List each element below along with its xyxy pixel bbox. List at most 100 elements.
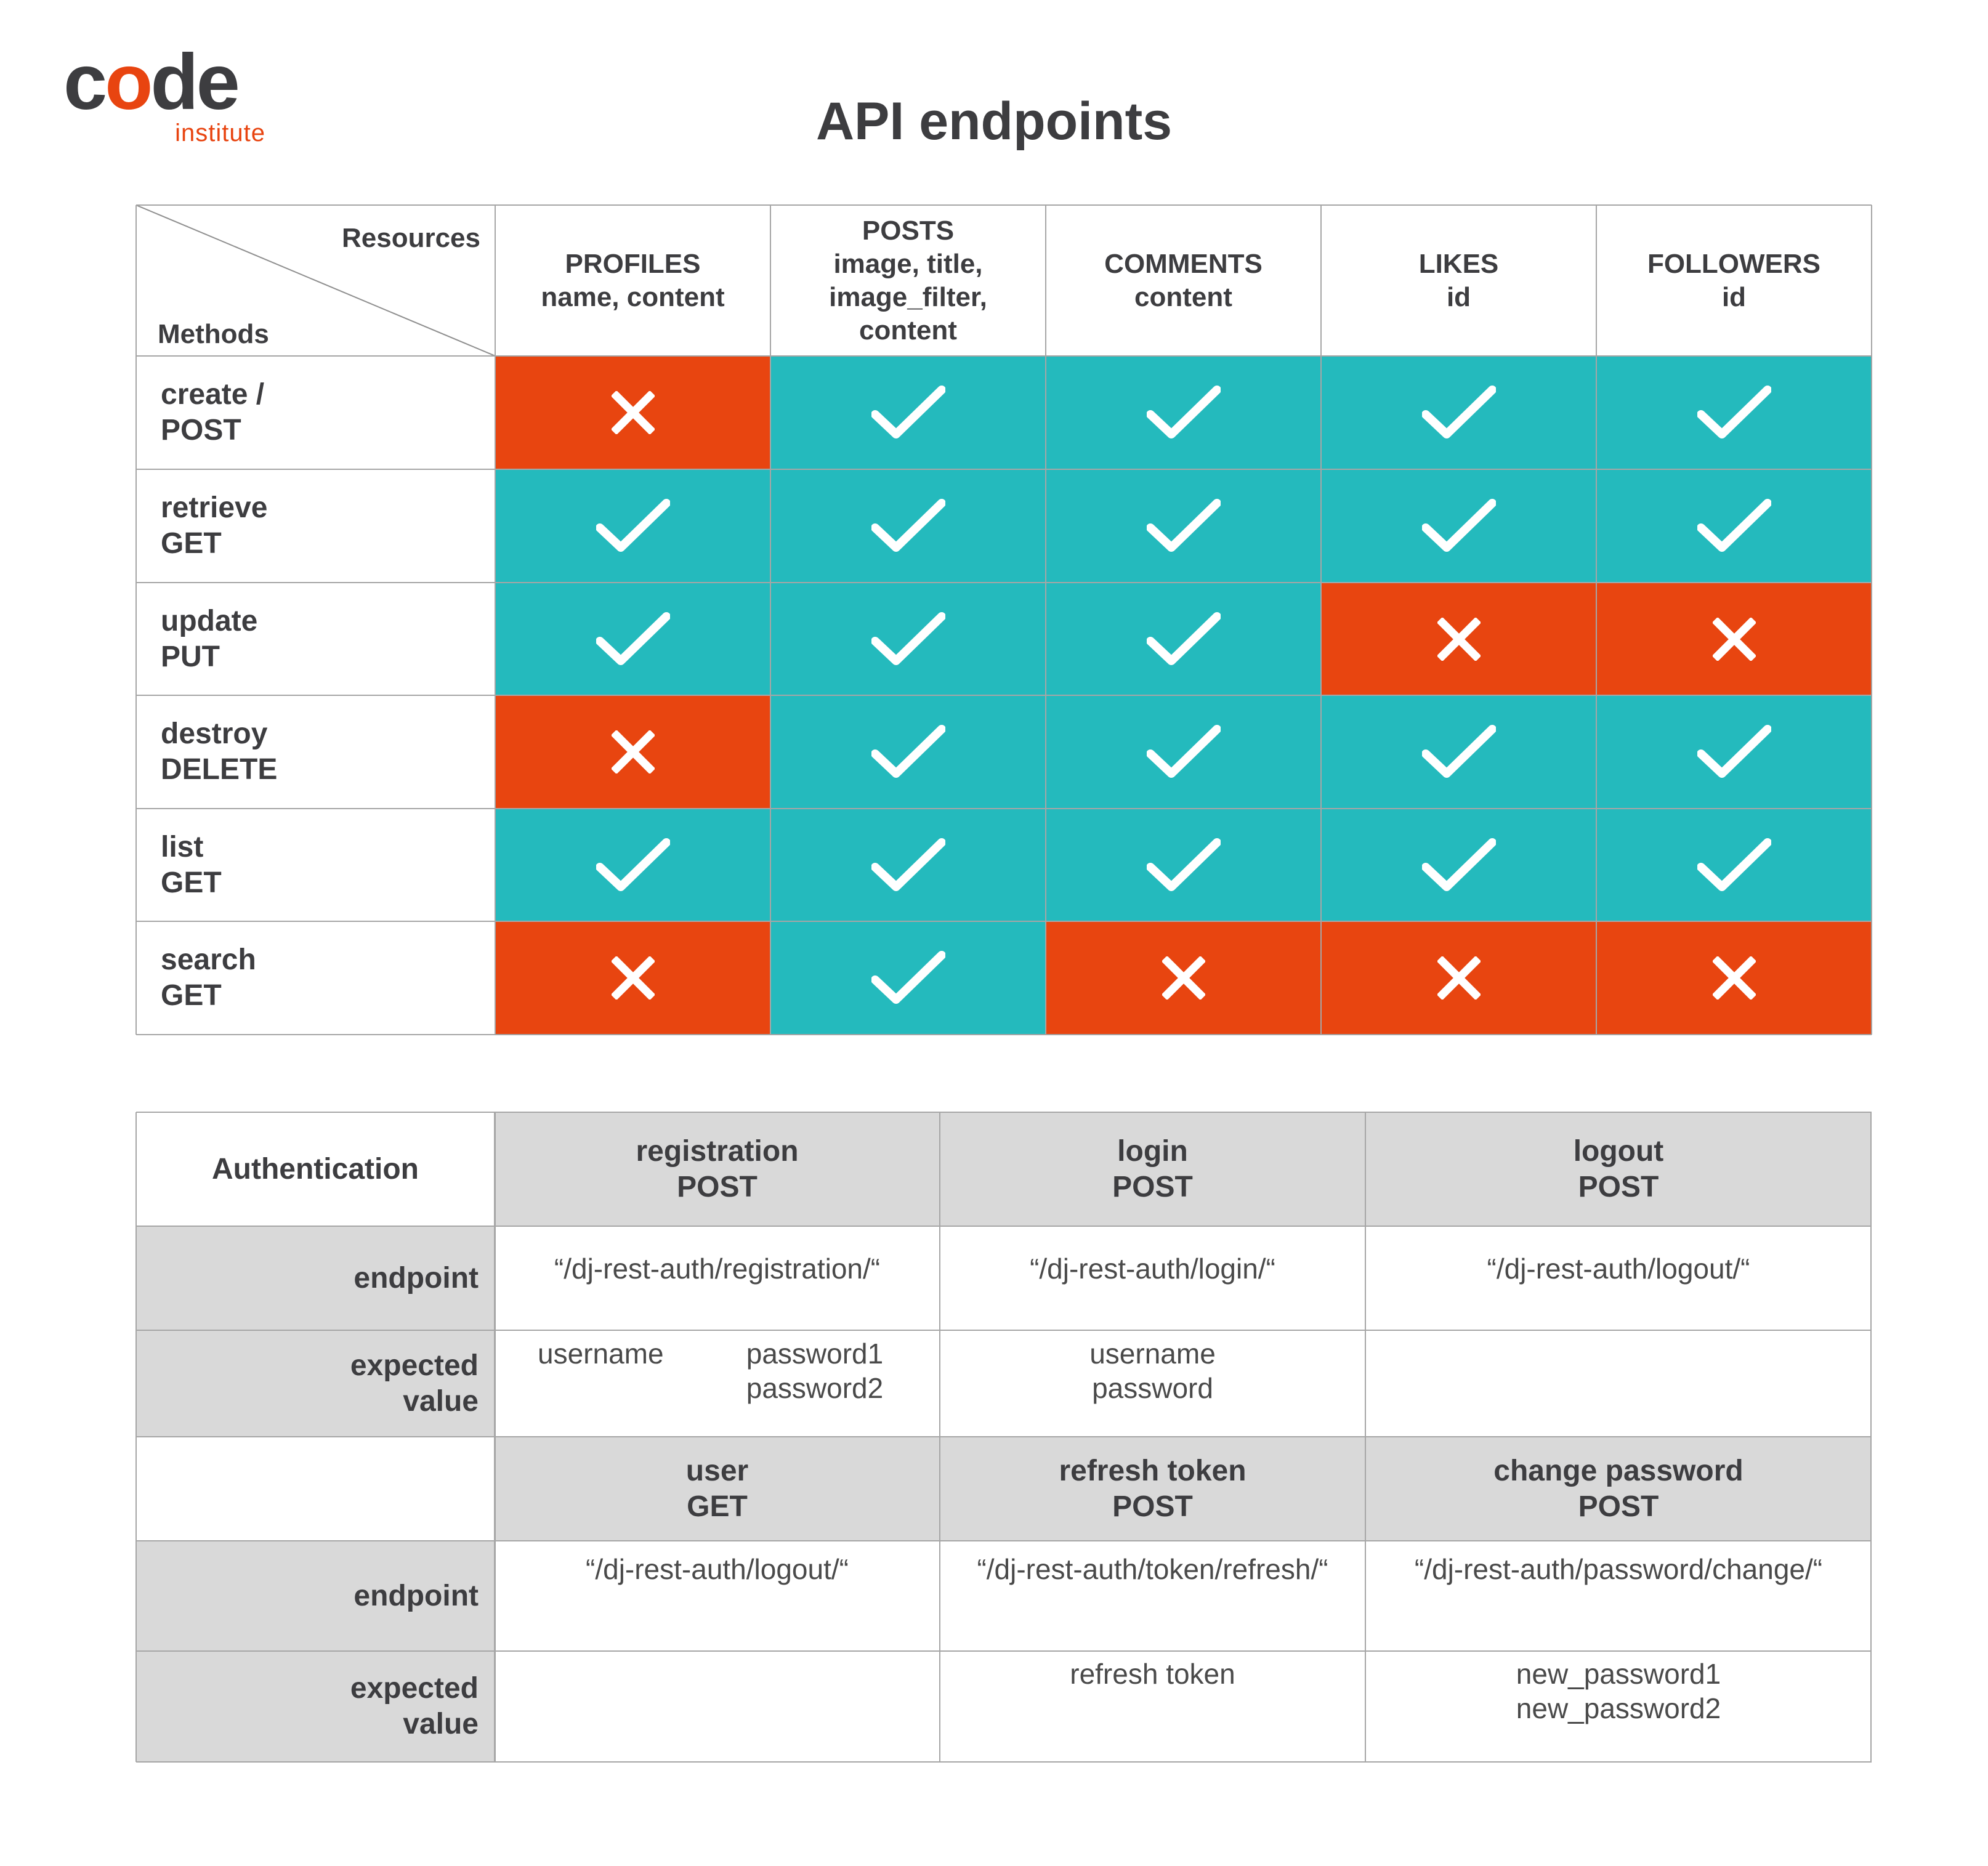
endpoint-login: “/dj-rest-auth/login/“: [1030, 1253, 1275, 1285]
grid-line: [770, 205, 771, 1035]
auth-label-band-1: [136, 1226, 495, 1437]
endpoint-registration: “/dj-rest-auth/registration/“: [554, 1253, 881, 1285]
check-icon: [1697, 838, 1771, 893]
allowed-cell-list-profiles: [495, 809, 770, 921]
grid-line: [136, 582, 1872, 583]
cross-icon: [1712, 956, 1756, 1000]
grid-line: [1871, 205, 1872, 1035]
check-icon-shape: [1146, 838, 1221, 891]
allowed-cell-retrieve-likes: [1321, 469, 1596, 583]
allowed-cell-create-followers: [1596, 356, 1872, 469]
check-icon: [871, 612, 945, 667]
allowed-cell-create-posts: [770, 356, 1046, 469]
check-icon: [596, 498, 670, 554]
allowed-cell-search-posts: [770, 921, 1046, 1035]
endpoint-change-password: “/dj-rest-auth/password/change/“: [1414, 1553, 1823, 1585]
grid-line: [136, 1034, 1872, 1035]
row-label-destroy: destroy DELETE: [161, 717, 278, 786]
grid-line: [495, 205, 496, 1035]
check-icon-shape: [596, 838, 670, 891]
allowed-cell-update-profiles: [495, 583, 770, 695]
check-icon: [1421, 498, 1496, 554]
expected-value-label-1: expected value: [350, 1349, 479, 1418]
endpoint-label-2: endpoint: [354, 1579, 479, 1612]
cross-icon-shape: [611, 956, 655, 1000]
cross-icon-shape: [1712, 617, 1756, 661]
check-icon-shape: [1146, 725, 1221, 778]
grid-line: [494, 1112, 496, 1762]
endpoint-logout: “/dj-rest-auth/logout/“: [1487, 1253, 1750, 1285]
auth-header-refresh-token: refresh token POST: [1059, 1454, 1247, 1523]
cross-icon: [611, 391, 655, 434]
check-icon-shape: [871, 386, 945, 438]
check-icon: [1146, 385, 1221, 440]
expected-value-login: username password: [1089, 1338, 1216, 1404]
expected-value-change-password: new_password1 new_password2: [1516, 1658, 1721, 1724]
allowed-cell-destroy-likes: [1321, 695, 1596, 809]
not-allowed-cell-update-likes: [1321, 583, 1596, 695]
check-icon: [1421, 838, 1496, 893]
logo-wordmark: code: [63, 38, 240, 126]
allowed-cell-destroy-comments: [1046, 695, 1321, 809]
grid-line: [136, 204, 1872, 206]
grid-line: [136, 355, 1872, 357]
auth-header-login: login POST: [1112, 1134, 1193, 1203]
logo-subtitle: institute: [175, 119, 265, 147]
grid-line: [136, 695, 1872, 696]
page-title: API endpoints: [815, 92, 1173, 151]
endpoint-refresh-token: “/dj-rest-auth/token/refresh/“: [977, 1553, 1328, 1585]
check-icon-shape: [1697, 499, 1771, 552]
column-header-profiles: PROFILES name, content: [541, 248, 725, 312]
grid-line: [136, 469, 1872, 470]
grid-line: [136, 1436, 1872, 1437]
grid-line: [135, 1112, 137, 1762]
cross-icon-shape: [1437, 956, 1481, 1000]
allowed-cell-list-followers: [1596, 809, 1872, 921]
check-icon-shape: [871, 499, 945, 552]
cross-icon-shape: [1437, 617, 1481, 661]
check-icon-shape: [1146, 386, 1221, 438]
column-header-followers: FOLLOWERS id: [1647, 248, 1821, 312]
allowed-cell-update-posts: [770, 583, 1046, 695]
expected-value-registration-right: password1 password2: [746, 1338, 884, 1404]
auth-header-band-2: [495, 1437, 1872, 1541]
check-icon: [1697, 724, 1771, 780]
check-icon-shape: [871, 612, 945, 665]
cross-icon-shape: [1712, 956, 1756, 1000]
check-icon: [1146, 612, 1221, 667]
grid-line: [1045, 205, 1046, 1035]
not-allowed-cell-destroy-profiles: [495, 695, 770, 809]
check-icon: [871, 724, 945, 780]
grid-line: [1596, 205, 1597, 1035]
check-icon-shape: [1146, 499, 1221, 552]
cross-icon: [1712, 617, 1756, 661]
allowed-cell-list-likes: [1321, 809, 1596, 921]
allowed-cell-list-comments: [1046, 809, 1321, 921]
authentication-title: Authentication: [212, 1152, 419, 1185]
column-header-comments: COMMENTS content: [1104, 248, 1263, 312]
check-icon: [1697, 385, 1771, 440]
check-icon: [1421, 724, 1496, 780]
check-icon-shape: [1421, 499, 1496, 552]
allowed-cell-retrieve-followers: [1596, 469, 1872, 583]
check-icon-shape: [1146, 612, 1221, 665]
expected-value-refresh-token: refresh token: [1070, 1658, 1235, 1690]
check-icon: [1146, 498, 1221, 554]
auth-header-change-password: change password POST: [1493, 1454, 1744, 1523]
allowed-cell-list-posts: [770, 809, 1046, 921]
grid-line: [136, 1761, 1872, 1763]
row-label-update: update PUT: [161, 604, 258, 673]
column-header-posts: POSTS image, title, image_filter, conten…: [829, 215, 987, 345]
not-allowed-cell-search-comments: [1046, 921, 1321, 1035]
grid-line: [1320, 205, 1322, 1035]
grid-line: [136, 1330, 1872, 1331]
row-label-retrieve: retrieve GET: [161, 491, 268, 560]
check-icon: [1146, 724, 1221, 780]
allowed-cell-retrieve-comments: [1046, 469, 1321, 583]
allowed-cell-retrieve-posts: [770, 469, 1046, 583]
endpoint-user: “/dj-rest-auth/logout/“: [586, 1553, 849, 1585]
check-icon-shape: [1697, 386, 1771, 438]
row-label-list: list GET: [161, 830, 222, 899]
check-icon-shape: [596, 612, 670, 665]
check-icon-shape: [1421, 838, 1496, 891]
